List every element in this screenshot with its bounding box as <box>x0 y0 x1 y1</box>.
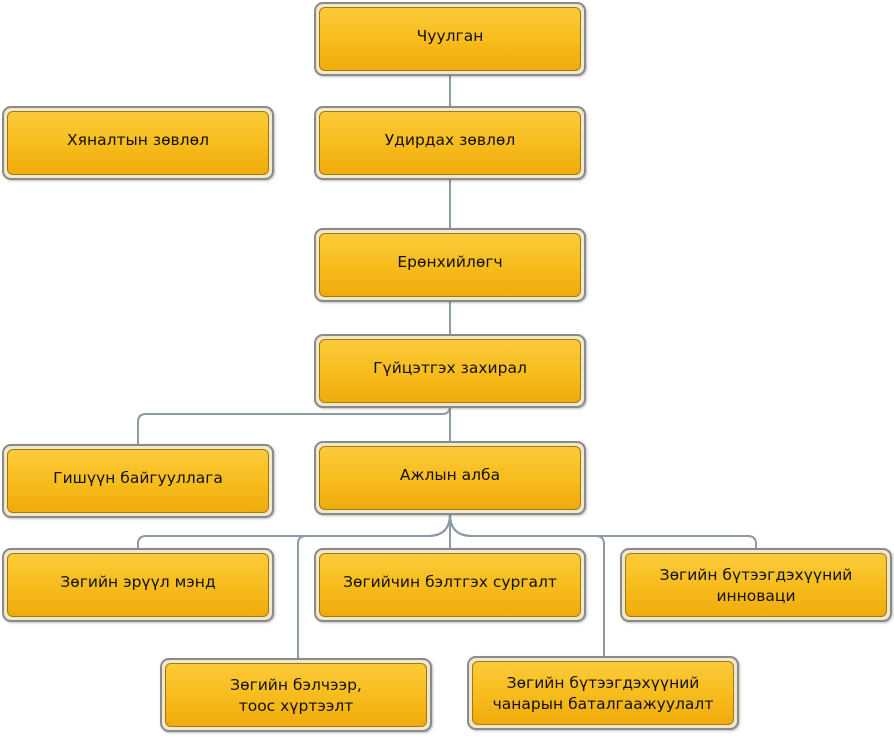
node-label: Ажлын алба <box>399 465 501 484</box>
connector-bus-pollination <box>297 513 451 660</box>
node-member-organizations[interactable]: Гишүүн байгууллага <box>2 444 274 518</box>
node-label: Удирдах зөвлөл <box>384 130 516 149</box>
node-general-manager[interactable]: Ерөнхийлөгч <box>314 228 586 302</box>
connector-executive-members <box>137 405 451 446</box>
node-bee-health[interactable]: Зөгийн эрүүл мэнд <box>2 548 274 622</box>
node-executive-director[interactable]: Гүйцэтгэх захирал <box>314 334 586 408</box>
node-label: Хяналтын зөвлөл <box>67 130 209 149</box>
node-label: Зөгийн эрүүл мэнд <box>60 572 216 591</box>
node-label: Чуулган <box>416 26 484 45</box>
connector-bus-quality <box>449 513 605 658</box>
node-label: Зөгийн бэлчээр, тоос хүртээлт <box>230 676 362 715</box>
node-label: Зөгийн бүтээгдэхүүний инноваци <box>659 566 853 605</box>
node-label: Гүйцэтгэх захирал <box>373 358 527 377</box>
node-secretariat[interactable]: Ажлын алба <box>314 441 586 515</box>
node-bee-product-innovation[interactable]: Зөгийн бүтээгдэхүүний инноваци <box>620 548 892 622</box>
node-label: Зөгийн бүтээгдэхүүний чанарын баталгаажу… <box>492 674 714 713</box>
node-label: Ерөнхийлөгч <box>397 252 503 271</box>
node-label: Гишүүн байгууллага <box>53 468 223 487</box>
node-label: Зөгийчин бэлтгэх сургалт <box>343 572 557 591</box>
node-beekeeper-training[interactable]: Зөгийчин бэлтгэх сургалт <box>314 548 586 622</box>
node-bee-product-quality[interactable]: Зөгийн бүтээгдэхүүний чанарын баталгаажу… <box>467 656 739 730</box>
node-assembly[interactable]: Чуулган <box>314 2 586 76</box>
node-supervisory-board[interactable]: Хяналтын зөвлөл <box>2 106 274 180</box>
connector-secretariat-bus <box>137 513 451 550</box>
node-bee-pollination[interactable]: Зөгийн бэлчээр, тоос хүртээлт <box>160 658 432 732</box>
node-board-of-directors[interactable]: Удирдах зөвлөл <box>314 106 586 180</box>
